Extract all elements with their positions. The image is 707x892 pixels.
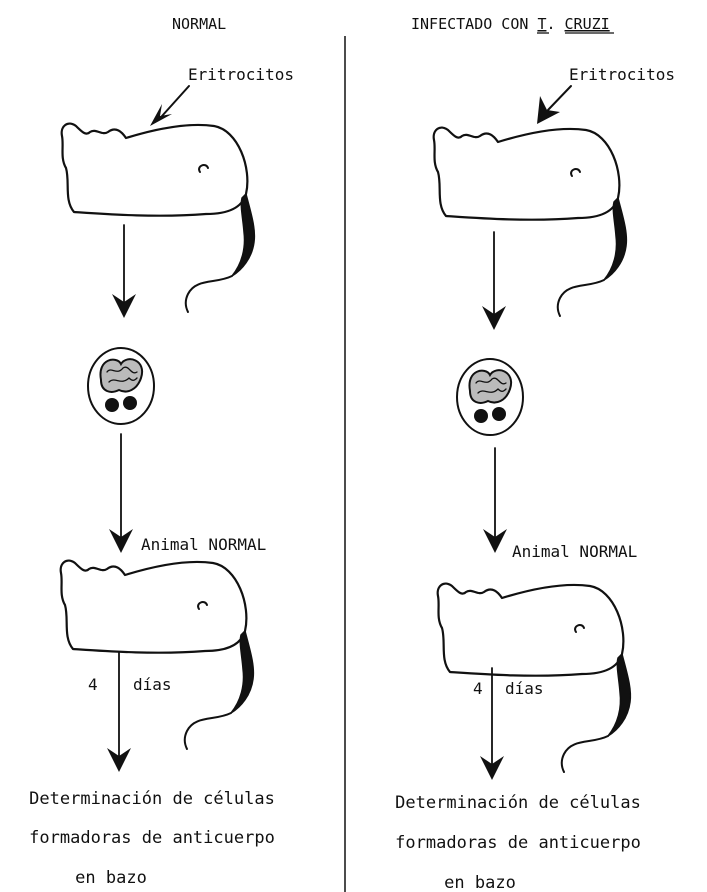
- left-donor-rat: [62, 124, 255, 312]
- left-result-line3: en bazo: [75, 868, 147, 888]
- right-result-line2: formadoras de anticuerpo: [395, 833, 641, 853]
- right-heading: INFECTADO CON T. CRUZI: [411, 15, 610, 33]
- genus-abbrev: T: [537, 15, 546, 33]
- right-spleen-cells: [457, 359, 523, 435]
- left-result-line2: formadoras de anticuerpo: [29, 828, 275, 848]
- left-injection-arrow: [150, 86, 189, 126]
- right-injection-arrow: [537, 86, 571, 124]
- right-arrow-2: [483, 448, 507, 553]
- right-result-line3: en bazo: [444, 873, 516, 892]
- right-recipient-label: Animal NORMAL: [512, 542, 637, 561]
- right-arrow-3: [480, 668, 504, 780]
- left-heading: NORMAL: [172, 15, 226, 33]
- left-arrow-3: [107, 652, 131, 772]
- right-days-number: 4: [473, 679, 483, 698]
- right-result-line1: Determinación de células: [395, 793, 641, 813]
- left-arrow-2: [109, 434, 133, 553]
- left-result-line1: Determinación de células: [29, 789, 275, 809]
- left-recipient-rat: [61, 561, 254, 749]
- left-days-word: días: [133, 675, 172, 694]
- right-recipient-rat: [438, 584, 631, 772]
- left-days-number: 4: [88, 675, 98, 694]
- species-name: CRUZI: [565, 15, 610, 33]
- right-donor-rat: [434, 128, 627, 316]
- left-arrow-1: [112, 225, 136, 318]
- right-arrow-1: [482, 232, 506, 330]
- right-inject-label: Eritrocitos: [569, 65, 675, 84]
- left-inject-label: Eritrocitos: [188, 65, 294, 84]
- left-recipient-label: Animal NORMAL: [141, 535, 266, 554]
- left-spleen-cells: [88, 348, 154, 424]
- right-days-word: días: [505, 679, 544, 698]
